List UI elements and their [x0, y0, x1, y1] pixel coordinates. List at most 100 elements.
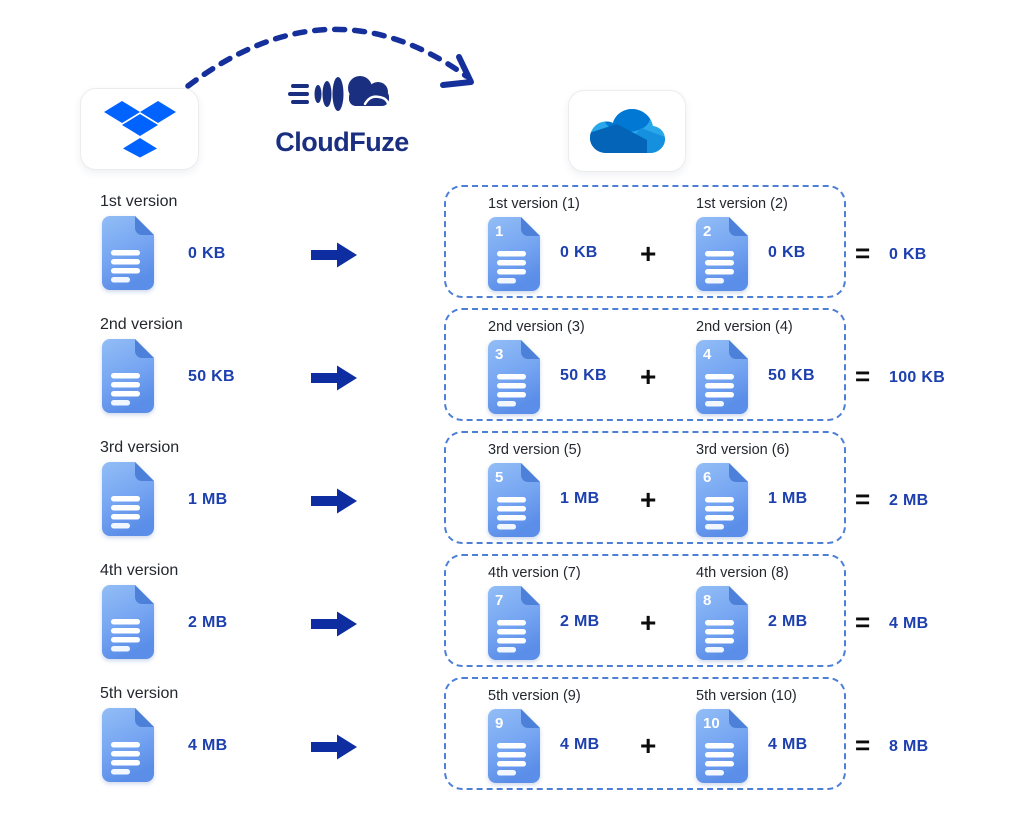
right-arrow-icon: [311, 242, 357, 268]
numbered-document-icon: 1: [488, 217, 540, 291]
document-icon: [102, 462, 154, 536]
migrated-copy: 4th version (8) 8 2 MB: [694, 556, 854, 669]
copy-label: 2nd version (3): [488, 319, 585, 335]
migrated-copy: 2nd version (4) 4 50 KB: [694, 310, 854, 423]
numbered-document-icon: 4: [696, 340, 748, 414]
total-size: 0 KB: [889, 246, 927, 263]
total-size: 2 MB: [889, 492, 929, 509]
total-size: 4 MB: [889, 615, 929, 632]
svg-text:2: 2: [703, 223, 711, 240]
numbered-document-icon: 10: [696, 709, 748, 783]
migrated-copy: 1st version (1) 1 0 KB: [486, 187, 646, 300]
cloudfuze-logo: CloudFuze: [252, 66, 432, 158]
total-size: 100 KB: [889, 369, 946, 386]
numbered-document-icon: 7: [488, 586, 540, 660]
source-size: 1 MB: [188, 491, 228, 508]
plus-sign: +: [640, 361, 657, 392]
migrated-copy: 3rd version (5) 5 1 MB: [486, 433, 646, 546]
numbered-document-icon: 2: [696, 217, 748, 291]
svg-text:6: 6: [703, 469, 711, 486]
copy-label: 3rd version (5): [488, 442, 582, 458]
migrated-copy: 5th version (9) 9 4 MB: [486, 679, 646, 792]
right-arrow-icon: [311, 734, 357, 760]
dropbox-card: [80, 88, 199, 170]
cloudfuze-wordmark: CloudFuze: [275, 127, 409, 157]
version-row-4: 4th version 2 MB 4th version (7) 7 2 MB …: [0, 554, 1024, 667]
copy-size: 0 KB: [560, 244, 598, 261]
source-version-label: 4th version: [100, 562, 179, 579]
copy-size: 4 MB: [560, 736, 600, 753]
plus-sign: +: [640, 484, 657, 515]
cloudfuze-speed-cloud-icon: [288, 76, 390, 111]
migrated-copy: 2nd version (3) 3 50 KB: [486, 310, 646, 423]
source-size: 0 KB: [188, 245, 226, 262]
source-size: 2 MB: [188, 614, 228, 631]
numbered-document-icon: 6: [696, 463, 748, 537]
svg-text:7: 7: [495, 592, 503, 609]
svg-text:5: 5: [495, 469, 503, 486]
copy-size: 1 MB: [768, 490, 808, 507]
numbered-document-icon: 5: [488, 463, 540, 537]
copy-label: 1st version (1): [488, 196, 580, 212]
equals-sign: =: [855, 238, 871, 268]
right-arrow-icon: [311, 611, 357, 637]
copy-label: 5th version (10): [696, 688, 797, 704]
copy-label: 5th version (9): [488, 688, 581, 704]
equals-sign: =: [855, 361, 871, 391]
migrated-copy: 3rd version (6) 6 1 MB: [694, 433, 854, 546]
migrated-copy: 4th version (7) 7 2 MB: [486, 556, 646, 669]
source-version-label: 3rd version: [100, 439, 180, 456]
dropbox-logo-icon: [103, 101, 176, 158]
svg-text:9: 9: [495, 715, 503, 732]
document-icon: [102, 708, 154, 782]
copy-size: 1 MB: [560, 490, 600, 507]
version-row-2: 2nd version 50 KB 2nd version (3) 3 50 K…: [0, 308, 1024, 421]
version-row-3: 3rd version 1 MB 3rd version (5) 5 1 MB …: [0, 431, 1024, 544]
svg-text:8: 8: [703, 592, 711, 609]
equals-sign: =: [855, 607, 871, 637]
source-version-label: 5th version: [100, 685, 179, 702]
right-arrow-icon: [311, 488, 357, 514]
copy-size: 50 KB: [768, 367, 815, 384]
equals-sign: =: [855, 730, 871, 760]
source-version-label: 2nd version: [100, 316, 183, 333]
migrated-versions-group: 2nd version (3) 3 50 KB + 2nd version (4…: [444, 308, 846, 421]
copy-label: 2nd version (4): [696, 319, 793, 335]
version-row-1: 1st version 0 KB 1st version (1) 1 0 KB …: [0, 185, 1024, 298]
document-icon: [102, 585, 154, 659]
numbered-document-icon: 9: [488, 709, 540, 783]
right-arrow-icon: [311, 365, 357, 391]
svg-text:10: 10: [703, 715, 720, 732]
numbered-document-icon: 3: [488, 340, 540, 414]
copy-size: 4 MB: [768, 736, 808, 753]
onedrive-logo-icon: [590, 109, 665, 153]
migrated-versions-group: 3rd version (5) 5 1 MB + 3rd version (6)…: [444, 431, 846, 544]
copy-size: 2 MB: [560, 613, 600, 630]
plus-sign: +: [640, 238, 657, 269]
migrated-versions-group: 5th version (9) 9 4 MB + 5th version (10…: [444, 677, 846, 790]
migrated-copy: 1st version (2) 2 0 KB: [694, 187, 854, 300]
copy-size: 2 MB: [768, 613, 808, 630]
plus-sign: +: [640, 607, 657, 638]
copy-size: 0 KB: [768, 244, 806, 261]
version-row-5: 5th version 4 MB 5th version (9) 9 4 MB …: [0, 677, 1024, 790]
svg-text:1: 1: [495, 223, 503, 240]
source-size: 50 KB: [188, 368, 235, 385]
total-size: 8 MB: [889, 738, 929, 755]
copy-label: 3rd version (6): [696, 442, 790, 458]
migrated-versions-group: 1st version (1) 1 0 KB + 1st version (2)…: [444, 185, 846, 298]
copy-label: 4th version (8): [696, 565, 789, 581]
svg-text:4: 4: [703, 346, 712, 363]
plus-sign: +: [640, 730, 657, 761]
copy-label: 4th version (7): [488, 565, 581, 581]
document-icon: [102, 216, 154, 290]
dashed-curved-arrow-icon: [185, 26, 474, 89]
equals-sign: =: [855, 484, 871, 514]
copy-label: 1st version (2): [696, 196, 788, 212]
onedrive-card: [568, 90, 686, 172]
numbered-document-icon: 8: [696, 586, 748, 660]
migrated-versions-group: 4th version (7) 7 2 MB + 4th version (8)…: [444, 554, 846, 667]
copy-size: 50 KB: [560, 367, 607, 384]
source-size: 4 MB: [188, 737, 228, 754]
